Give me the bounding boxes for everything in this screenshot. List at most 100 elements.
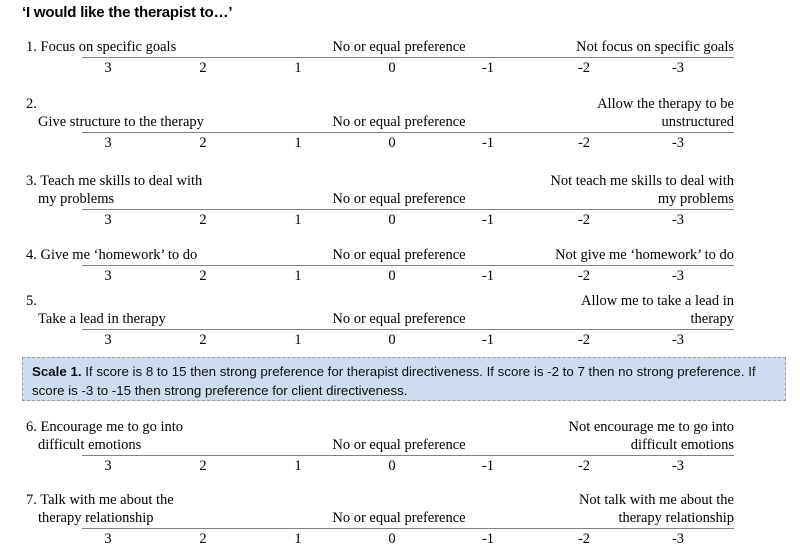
item-1-left-label: 1. Focus on specific goals: [26, 39, 177, 55]
scale-item-2: 2. Give structure to the therapy No or e…: [0, 95, 800, 153]
tick-neg1[interactable]: -1: [481, 60, 495, 76]
scale-note-label: Scale 1.: [32, 364, 82, 379]
tick-2[interactable]: 2: [199, 458, 207, 474]
scale-note-box: Scale 1. If score is 8 to 15 then strong…: [22, 357, 786, 401]
item-2-center-text: No or equal preference: [332, 114, 466, 130]
tick-neg2[interactable]: -2: [577, 135, 591, 151]
tick-1[interactable]: 1: [294, 60, 302, 76]
item-5-center-label: No or equal preference: [0, 310, 800, 328]
item-6-rule: [82, 455, 734, 456]
tick-2[interactable]: 2: [199, 212, 207, 228]
item-3-labels: 3. Teach me skills to deal with my probl…: [0, 172, 800, 230]
item-4-left-label: 4. Give me ‘homework’ to do: [26, 247, 198, 263]
tick-1[interactable]: 1: [294, 332, 302, 348]
tick-0[interactable]: 0: [388, 531, 396, 547]
tick-neg3[interactable]: -3: [671, 268, 685, 284]
tick-neg2[interactable]: -2: [577, 60, 591, 76]
tick-neg3[interactable]: -3: [671, 458, 685, 474]
tick-3[interactable]: 3: [104, 531, 112, 547]
item-3-center-label: No or equal preference: [0, 190, 800, 208]
tick-3[interactable]: 3: [104, 332, 112, 348]
tick-1[interactable]: 1: [294, 212, 302, 228]
item-7-labels: 7. Talk with me about the therapy relati…: [0, 491, 800, 549]
item-1-center-text: No or equal preference: [332, 39, 466, 55]
item-7-left-label-line2: therapy relationship: [38, 510, 154, 526]
tick-2[interactable]: 2: [199, 332, 207, 348]
tick-neg3[interactable]: -3: [671, 135, 685, 151]
item-5-labels: 5. Take a lead in therapy No or equal pr…: [0, 292, 800, 350]
tick-neg1[interactable]: -1: [481, 268, 495, 284]
tick-3[interactable]: 3: [104, 212, 112, 228]
tick-0[interactable]: 0: [388, 60, 396, 76]
item-6-center-label: No or equal preference: [0, 436, 800, 454]
item-7-rule: [82, 528, 734, 529]
item-5-center-text: No or equal preference: [332, 311, 466, 327]
item-5-ticks: 3 2 1 0 -1 -2 -3: [0, 331, 800, 349]
item-3-right-label-line1: Not teach me skills to deal with: [550, 173, 734, 189]
item-5-number: 5.: [26, 293, 37, 309]
tick-neg2[interactable]: -2: [577, 458, 591, 474]
item-1-ticks: 3 2 1 0 -1 -2 -3: [0, 59, 800, 77]
scale-item-1: 1. Focus on specific goals No or equal p…: [0, 38, 800, 78]
tick-3[interactable]: 3: [104, 60, 112, 76]
tick-0[interactable]: 0: [388, 135, 396, 151]
tick-1[interactable]: 1: [294, 458, 302, 474]
item-4-center-label: No or equal preference: [0, 246, 800, 264]
item-5-left-label: Take a lead in therapy: [38, 311, 166, 327]
item-5-right-label-line1: Allow me to take a lead in: [580, 293, 734, 309]
tick-neg1[interactable]: -1: [481, 458, 495, 474]
item-1-right-label: Not focus on specific goals: [576, 39, 734, 55]
tick-neg2[interactable]: -2: [577, 332, 591, 348]
scale-item-3: 3. Teach me skills to deal with my probl…: [0, 172, 800, 230]
tick-neg3[interactable]: -3: [671, 332, 685, 348]
item-7-right-label-line2: therapy relationship: [618, 510, 734, 526]
item-6-labels: 6. Encourage me to go into difficult emo…: [0, 418, 800, 476]
tick-neg2[interactable]: -2: [577, 268, 591, 284]
item-5-rule: [82, 329, 734, 330]
tick-neg3[interactable]: -3: [671, 212, 685, 228]
tick-neg1[interactable]: -1: [481, 212, 495, 228]
tick-0[interactable]: 0: [388, 268, 396, 284]
tick-3[interactable]: 3: [104, 135, 112, 151]
tick-2[interactable]: 2: [199, 135, 207, 151]
item-2-right-label-line1: Allow the therapy to be: [597, 96, 734, 112]
item-2-right-label-line2: unstructured: [661, 114, 734, 130]
item-4-ticks: 3 2 1 0 -1 -2 -3: [0, 267, 800, 285]
item-6-left-label-line1: 6. Encourage me to go into: [26, 419, 184, 435]
tick-neg3[interactable]: -3: [671, 531, 685, 547]
item-6-ticks: 3 2 1 0 -1 -2 -3: [0, 457, 800, 475]
item-3-ticks: 3 2 1 0 -1 -2 -3: [0, 211, 800, 229]
tick-neg1[interactable]: -1: [481, 531, 495, 547]
item-3-rule: [82, 209, 734, 210]
tick-1[interactable]: 1: [294, 531, 302, 547]
tick-neg1[interactable]: -1: [481, 332, 495, 348]
tick-neg2[interactable]: -2: [577, 531, 591, 547]
item-3-left-label-line1: 3. Teach me skills to deal with: [26, 173, 203, 189]
tick-3[interactable]: 3: [104, 458, 112, 474]
tick-1[interactable]: 1: [294, 135, 302, 151]
tick-neg3[interactable]: -3: [671, 60, 685, 76]
item-3-right-label-line2: my problems: [657, 191, 734, 207]
item-6-right-label-line1: Not encourage me to go into: [568, 419, 735, 435]
scale-item-4: 4. Give me ‘homework’ to do No or equal …: [0, 246, 800, 286]
tick-neg1[interactable]: -1: [481, 135, 495, 151]
item-1-labels: 1. Focus on specific goals No or equal p…: [0, 38, 800, 78]
item-3-left-label-line2: my problems: [38, 191, 115, 207]
scale-note-text: Scale 1. If score is 8 to 15 then strong…: [23, 358, 785, 400]
item-6-left-label-line2: difficult emotions: [38, 437, 142, 453]
tick-neg2[interactable]: -2: [577, 212, 591, 228]
item-2-left-label: Give structure to the therapy: [38, 114, 204, 130]
tick-2[interactable]: 2: [199, 268, 207, 284]
item-7-right-label-line1: Not talk with me about the: [578, 492, 734, 508]
tick-2[interactable]: 2: [199, 60, 207, 76]
item-1-rule: [82, 57, 734, 58]
tick-2[interactable]: 2: [199, 531, 207, 547]
tick-0[interactable]: 0: [388, 212, 396, 228]
scale-item-5: 5. Take a lead in therapy No or equal pr…: [0, 292, 800, 350]
tick-0[interactable]: 0: [388, 458, 396, 474]
tick-0[interactable]: 0: [388, 332, 396, 348]
tick-1[interactable]: 1: [294, 268, 302, 284]
tick-3[interactable]: 3: [104, 268, 112, 284]
item-7-ticks: 3 2 1 0 -1 -2 -3: [0, 530, 800, 548]
